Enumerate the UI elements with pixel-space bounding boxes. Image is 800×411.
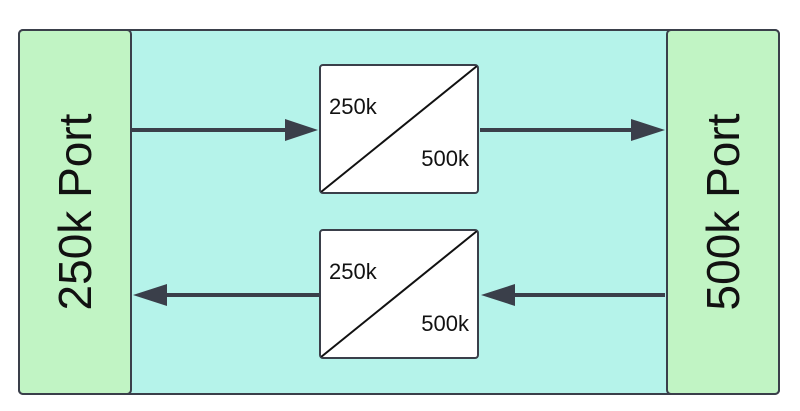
converter-bottom-output-rate: 500k <box>421 311 469 336</box>
arrow-bottom-converter-to-left-port <box>133 284 319 306</box>
arrow-right-port-to-bottom-converter <box>481 284 665 306</box>
port-250k: 250k Port <box>18 29 132 395</box>
port-500k: 500k Port <box>666 29 780 395</box>
converter-top-diagonal <box>321 66 477 192</box>
converter-top-output-rate: 500k <box>421 146 469 171</box>
arrow-left-port-to-top-converter <box>132 119 318 141</box>
converter-top-input-rate: 250k <box>329 94 377 119</box>
converter-bottom-diagonal <box>321 231 477 357</box>
converter-bottom: 250k 500k <box>319 229 479 359</box>
converter-top: 250k 500k <box>319 64 479 194</box>
converter-bottom-input-rate: 250k <box>329 259 377 284</box>
arrow-top-converter-to-right-port <box>480 119 665 141</box>
